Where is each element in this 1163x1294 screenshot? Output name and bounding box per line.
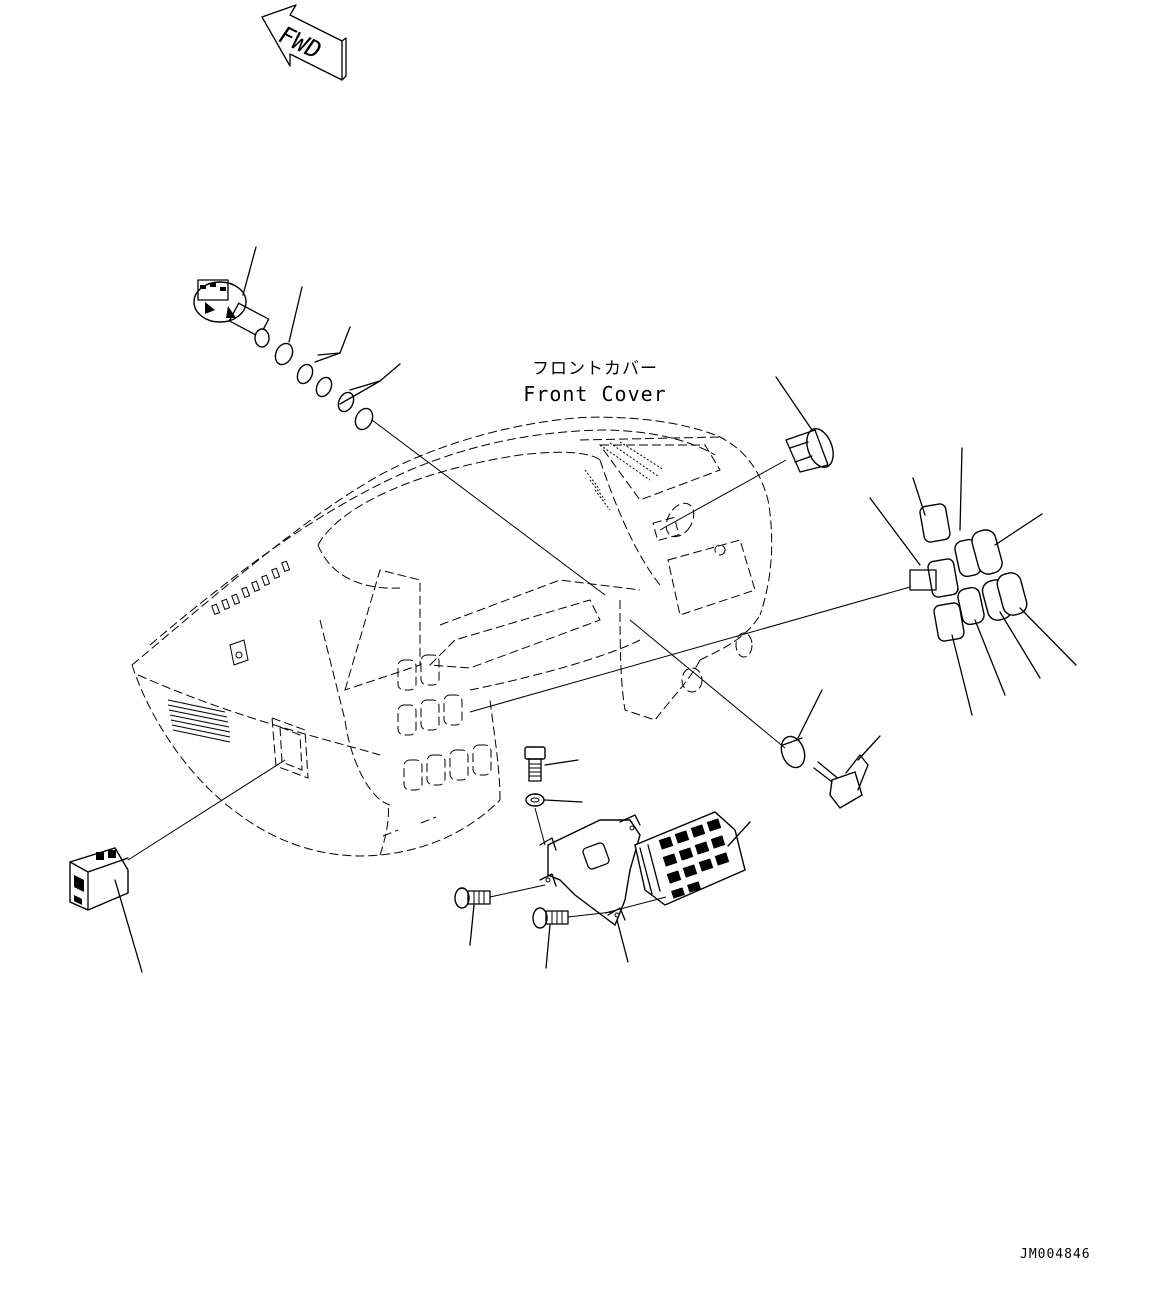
keypad-module	[604, 811, 751, 914]
switch-bottom-left	[69, 759, 286, 973]
bracket-bolts	[454, 884, 629, 969]
o-rings	[274, 286, 606, 596]
front-cover-label-jp: フロントカバー	[532, 359, 658, 379]
mounting-bracket	[539, 814, 641, 927]
fwd-label: FWD	[273, 22, 328, 64]
switch-slot-cluster	[397, 654, 492, 791]
louver-vent	[167, 699, 231, 743]
fwd-arrow: FWD	[261, 4, 347, 81]
access-cover	[271, 717, 309, 779]
ignition-key	[813, 735, 881, 809]
front-cover-outline	[131, 416, 773, 857]
bolt-washer	[524, 746, 583, 846]
switch-cluster-right	[469, 447, 1077, 716]
rotary-switch	[193, 246, 270, 348]
vent-slots-upper	[211, 560, 291, 616]
drawing-number: JM004846	[1020, 1247, 1091, 1262]
key-switch	[629, 619, 823, 769]
single-switch-top	[659, 376, 834, 531]
front-cover-label-en: Front Cover	[523, 382, 667, 406]
